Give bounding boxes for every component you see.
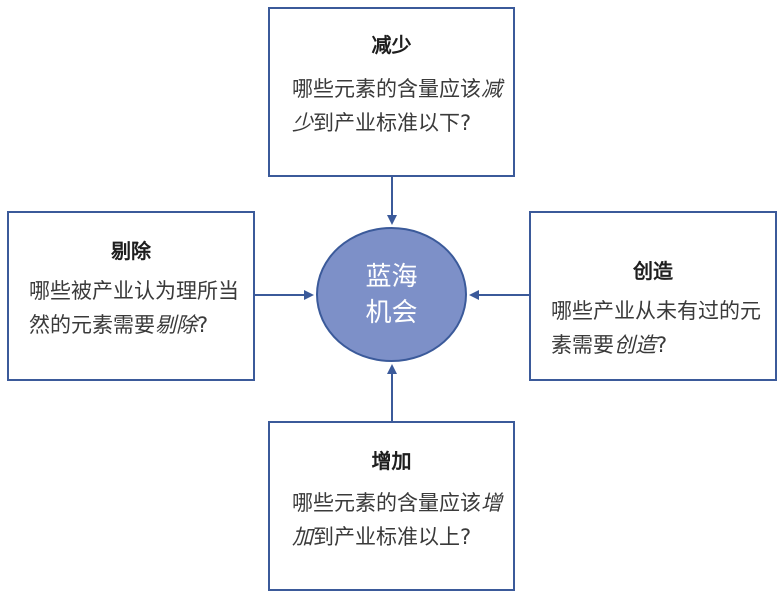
create-box: 创造 哪些产业从未有过的元素需要创造? [529,211,777,381]
create-question-before: 哪些产业从未有过的元素需要 [551,299,761,357]
raise-question-after: 到产业标准以上? [313,525,472,549]
create-question: 哪些产业从未有过的元素需要创造? [551,294,771,362]
create-title: 创造 [633,259,673,283]
eliminate-question-emphasis: 剔除 [155,313,197,337]
center-label: 蓝海机会 [365,261,418,328]
raise-question: 哪些元素的含量应该增加到产业标准以上? [292,486,507,554]
eliminate-question: 哪些被产业认为理所当然的元素需要剔除? [29,274,249,342]
reduce-question-emphasis: 减少 [292,77,502,135]
create-question-after: ? [656,333,668,357]
raise-title: 增加 [371,449,412,473]
reduce-question-after: 到产业标准以下? [313,111,472,135]
reduce-title: 减少 [371,33,412,57]
reduce-question: 哪些元素的含量应该减少到产业标准以下? [292,72,507,140]
blue-ocean-opportunity-node: 蓝海机会 [316,227,467,362]
eliminate-question-before: 哪些被产业认为理所当然的元素需要 [29,279,239,337]
raise-question-emphasis: 增加 [292,491,502,549]
eliminate-question-after: ? [197,313,209,337]
raise-question-before: 哪些元素的含量应该 [292,491,481,515]
create-question-emphasis: 创造 [614,333,656,357]
raise-box: 增加 哪些元素的含量应该增加到产业标准以上? [268,421,515,591]
eliminate-title: 剔除 [111,239,151,263]
eliminate-box: 剔除 哪些被产业认为理所当然的元素需要剔除? [7,211,255,381]
reduce-box: 减少 哪些元素的含量应该减少到产业标准以下? [268,7,515,177]
reduce-question-before: 哪些元素的含量应该 [292,77,481,101]
